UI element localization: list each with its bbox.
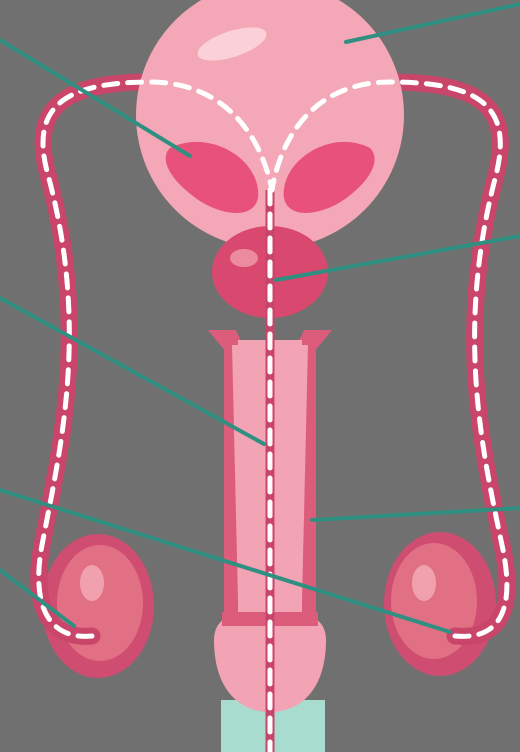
leader-line-bladder [346, 4, 520, 42]
testis-left [42, 534, 154, 678]
testis-right [384, 532, 496, 676]
